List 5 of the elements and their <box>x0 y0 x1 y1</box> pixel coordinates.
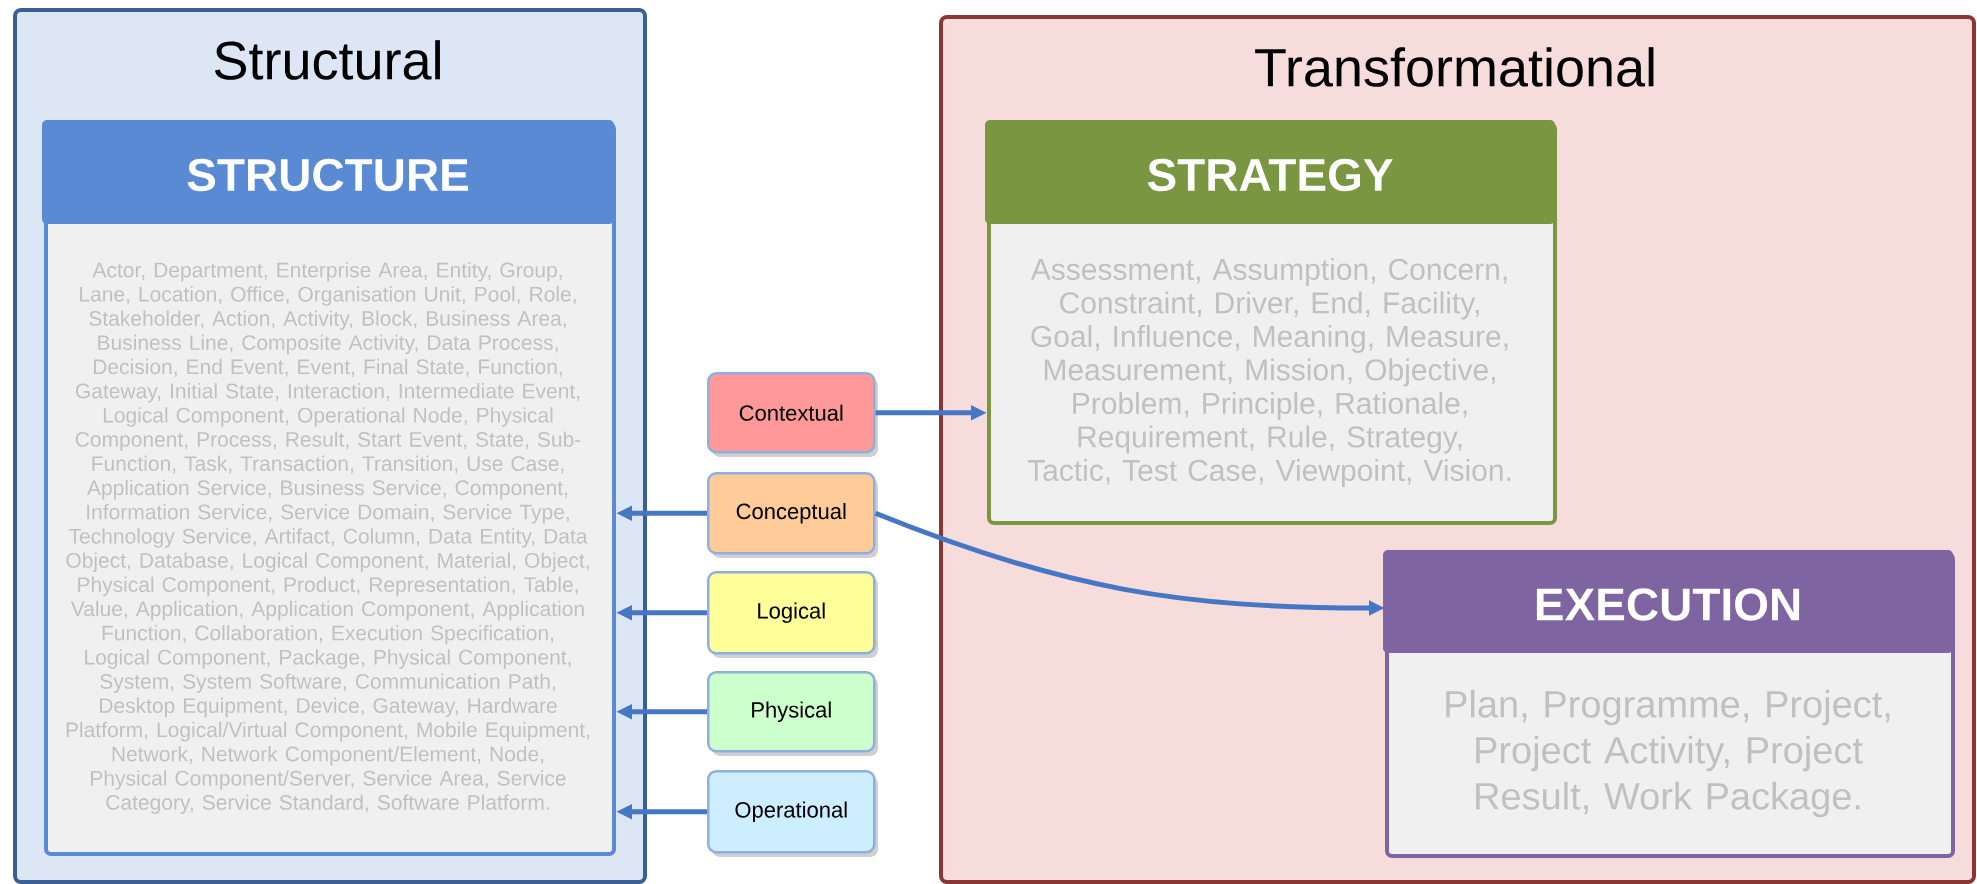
level-box: Physical <box>707 671 878 756</box>
level-box: Operational <box>707 770 878 857</box>
level-box: Contextual <box>707 372 878 457</box>
level-box: Conceptual <box>707 472 878 558</box>
level-box: Logical <box>707 571 878 658</box>
